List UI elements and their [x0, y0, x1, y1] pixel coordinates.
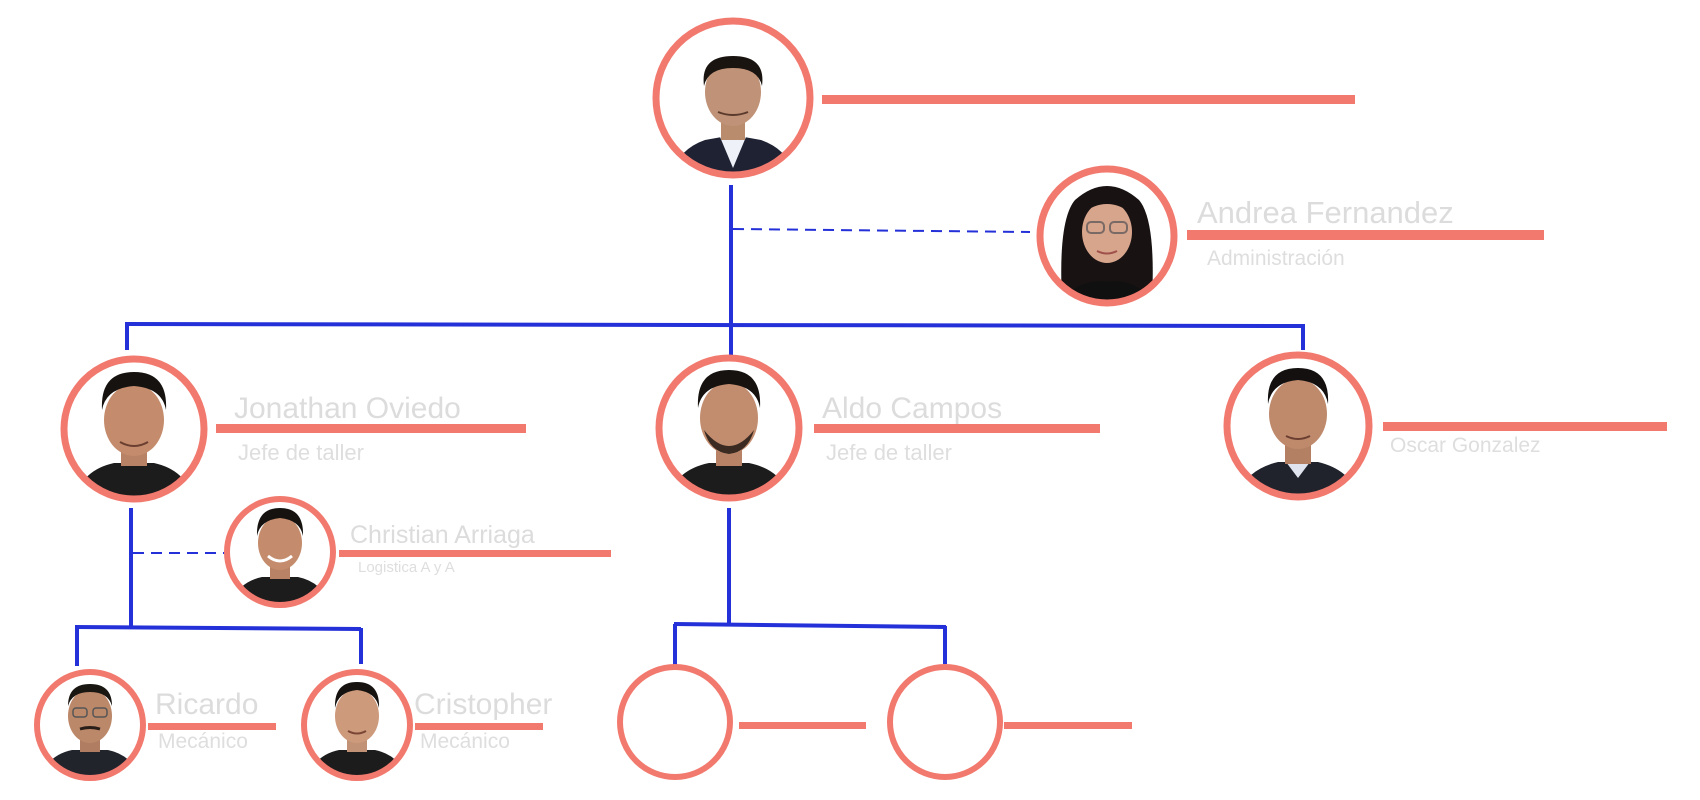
node-role-ricardo: Mecánico: [158, 730, 248, 753]
node-cristopher[interactable]: [301, 669, 413, 781]
node-role-andrea: Administración: [1207, 247, 1345, 270]
node-director[interactable]: [650, 15, 820, 185]
node-christian[interactable]: [224, 496, 336, 608]
photo-director: [656, 21, 810, 175]
name-bar-cristopher: [415, 723, 543, 730]
connector-aldo-bus: [673, 622, 947, 629]
name-bar-oscar: [1383, 422, 1667, 431]
connectors: [74, 185, 1305, 666]
node-vacant2[interactable]: [887, 664, 1003, 780]
connector-jonathan-bus: [74, 625, 362, 631]
node-role-oscar: Oscar Gonzalez: [1390, 434, 1541, 457]
node-ricardo[interactable]: [34, 669, 146, 781]
name-bar-ricardo: [148, 723, 276, 730]
node-andrea[interactable]: [1036, 165, 1178, 307]
node-aldo[interactable]: [655, 354, 803, 502]
connector-level1-bus: [126, 322, 1304, 328]
name-bar-vacant2: [1004, 722, 1132, 729]
photo-jonathan: [64, 359, 204, 499]
photo-cristopher: [304, 672, 410, 778]
name-bar-aldo: [814, 424, 1100, 433]
node-role-aldo: Jefe de taller: [826, 440, 952, 465]
node-role-jonathan: Jefe de taller: [238, 440, 364, 465]
name-bar-director: [822, 95, 1355, 104]
name-bar-jonathan: [216, 424, 526, 433]
name-bar-vacant1: [739, 722, 866, 729]
node-name-christian: Christian Arriaga: [350, 521, 535, 549]
node-name-andrea: Andrea Fernandez: [1197, 195, 1454, 230]
node-name-cristopher: Cristopher: [414, 688, 552, 721]
node-oscar[interactable]: [1223, 351, 1373, 501]
node-vacant1[interactable]: [617, 664, 733, 780]
name-bars: [148, 95, 1667, 730]
name-bar-andrea: [1187, 230, 1544, 240]
name-bar-christian: [339, 550, 611, 557]
node-role-christian: Logistica A y A: [358, 559, 455, 576]
node-name-ricardo: Ricardo: [155, 688, 258, 721]
node-jonathan[interactable]: [60, 355, 208, 503]
node-role-cristopher: Mecánico: [420, 730, 510, 753]
node-name-jonathan: Jonathan Oviedo: [234, 392, 461, 425]
labels: Andrea Fernandez Administración Jonathan…: [155, 195, 1541, 753]
photo-andrea: [1040, 169, 1174, 303]
node-name-aldo: Aldo Campos: [822, 392, 1002, 425]
connector-dashed-andrea: [732, 228, 1031, 233]
